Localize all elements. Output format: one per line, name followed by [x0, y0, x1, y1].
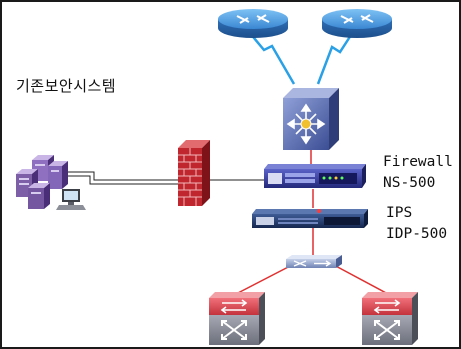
- core-switch-icon: [283, 88, 339, 150]
- ips-model-label: IDP-500: [386, 226, 448, 242]
- edge-switch-icon: [209, 292, 265, 345]
- ips-name-label: IPS: [386, 205, 413, 221]
- hub-switch-icon: [286, 255, 342, 268]
- brick-firewall-icon: [178, 140, 210, 206]
- wireless-link-icon: [248, 31, 296, 85]
- firewall-name-label: Firewall: [383, 154, 453, 170]
- wireless-link-icon: [316, 31, 355, 85]
- router-icon: [218, 9, 288, 38]
- workstation-icon: [56, 189, 86, 210]
- legacy-security-system-label: 기존보안시스템: [16, 77, 117, 95]
- server-cluster-icon: [16, 155, 68, 209]
- red-links: [235, 150, 389, 295]
- network-diagram: [16, 9, 418, 345]
- legacy-wires: [66, 171, 266, 185]
- router-icon: [322, 9, 392, 38]
- firewall-model-label: NS-500: [383, 175, 436, 191]
- wireless-links: [248, 31, 355, 85]
- firewall-appliance-icon: [264, 164, 366, 188]
- ips-appliance-icon: [252, 209, 368, 228]
- edge-switch-icon: [362, 292, 418, 345]
